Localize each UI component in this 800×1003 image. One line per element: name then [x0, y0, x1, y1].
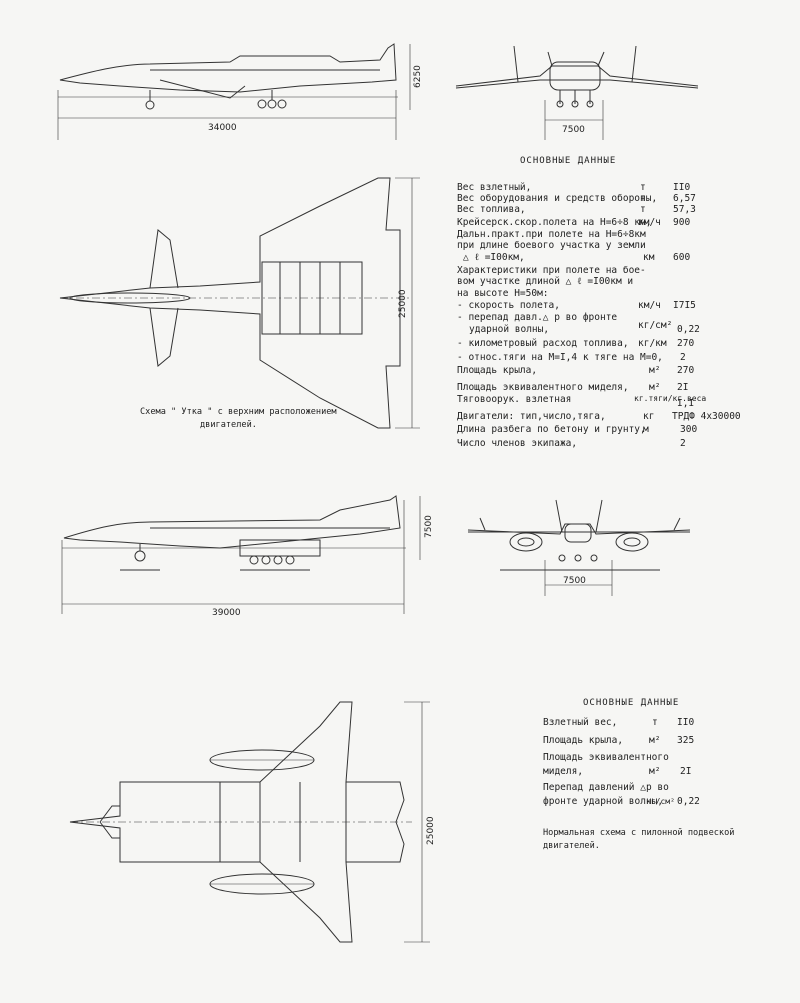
s1-unit-18: кг [643, 411, 655, 422]
s2-label-2: Площадь эквивалентного [543, 752, 669, 763]
s1-value-2: 57,3 [673, 204, 696, 215]
s1-unit-13: кг/км [638, 338, 667, 349]
dim-mid-height: 7500 [424, 515, 434, 538]
s1-unit-17: кг.тяги/кг.веса [634, 394, 707, 403]
s2-unit-5: кг/см² [646, 797, 675, 806]
s2-value-1: 325 [677, 735, 695, 746]
s1-value-14: 2 [680, 352, 686, 363]
s2-unit-0: т [652, 717, 658, 728]
s1-label-20: Число членов экипажа, [457, 438, 578, 449]
plan-view-canard [59, 177, 410, 429]
s1-value-13: 270 [677, 338, 695, 349]
s1-unit-19: м [643, 424, 649, 435]
s2-label-1: Площадь крыла, [543, 735, 624, 746]
s1-label-18: Двигатели: тип,число,тяга, [457, 411, 606, 422]
s2-value-3: 2I [680, 766, 692, 777]
s2-value-0: II0 [677, 717, 695, 728]
s1-unit-3: км/ч [638, 217, 661, 228]
s1-unit-15: м² [649, 365, 661, 376]
s1-unit-16: м² [649, 382, 661, 393]
s1-label-19: Длина разбега по бетону и грунту, [457, 424, 646, 435]
front-view-canard [455, 45, 699, 108]
s2-label-4: Перепад давлений △р во [543, 782, 669, 793]
s1-label-0: Вес взлетный, [457, 182, 532, 193]
s1-value-18: ТРДФ 4х30000 [672, 411, 741, 422]
s1-value-17: I,I [677, 398, 695, 409]
s1-value-12: 0,22 [677, 324, 700, 335]
s1-label-9: на высоте Н=50м: [457, 288, 549, 299]
caption1-line1: Схема " Утка " с верхним расположением [140, 407, 337, 417]
s1-value-1: 6,57 [673, 193, 696, 204]
dim-top-length: 34000 [208, 123, 237, 133]
s2-unit-1: м² [649, 735, 661, 746]
s1-value-16: 2I [677, 382, 689, 393]
dim-top-height: 6250 [413, 65, 423, 88]
s2-unit-3: м² [649, 766, 661, 777]
s1-unit-2: т [640, 204, 646, 215]
s1-unit-12: кг/см² [638, 320, 673, 331]
section1-header: ОСНОВНЫЕ ДАННЫЕ [520, 156, 617, 166]
s1-label-8: вом участке длиной △ ℓ =I00км и [457, 276, 634, 287]
s1-value-15: 270 [677, 365, 695, 376]
s1-value-19: 300 [680, 424, 698, 435]
s1-unit-1: т [640, 193, 646, 204]
s1-label-7: Характеристики при полете на бое- [457, 265, 646, 276]
dim-plan1-span: 25000 [398, 289, 408, 318]
s1-label-12: ударной волны, [469, 324, 550, 335]
section2-header: ОСНОВНЫЕ ДАННЫЕ [583, 698, 680, 708]
s1-label-13: - километровый расход топлива, [457, 338, 629, 349]
dim-top-span: 7500 [562, 125, 585, 135]
side-view-canard [58, 43, 398, 110]
s2-label-0: Взлетный вес, [543, 717, 618, 728]
s2-label-3: миделя, [543, 766, 584, 777]
s1-value-3: 900 [673, 217, 691, 228]
s1-value-20: 2 [680, 438, 686, 449]
s1-label-2: Вес топлива, [457, 204, 526, 215]
dim-mid-length: 39000 [212, 608, 241, 618]
caption2-line1: Нормальная схема с пилонной подвеской [543, 828, 735, 838]
caption2-line2: двигателей. [543, 841, 600, 851]
s1-label-11: - перепад давл.△ р во фронте [457, 312, 618, 323]
s1-label-14: - относ.тяги на М=I,4 к тяге на М=0, [457, 352, 663, 363]
plan-view-normal [69, 701, 412, 943]
s1-value-0: II0 [673, 182, 691, 193]
s1-value-6: 600 [673, 252, 691, 263]
dim-plan2-span: 25000 [426, 816, 436, 845]
s1-label-10: - скорость полета, [457, 300, 560, 311]
s1-value-10: I7I5 [673, 300, 696, 311]
caption1-line2: двигателей. [200, 420, 257, 430]
s1-label-5: при длине боевого участка у земли [457, 240, 646, 251]
s1-label-17: Тяговоорук. взлетная [457, 394, 572, 405]
s2-label-5: фронте ударной волны, [543, 796, 664, 807]
s1-label-1: Вес оборудования и средств обороны, [457, 193, 658, 204]
s1-label-16: Площадь эквивалентного миделя, [457, 382, 629, 393]
s1-label-6: △ ℓ =I00км, [463, 252, 525, 263]
s1-label-3: Крейсерск.скор.полета на Н=6÷8 км, [457, 217, 652, 228]
s1-unit-10: км/ч [638, 300, 661, 311]
s2-value-5: 0,22 [677, 796, 700, 807]
front-view-canard-2 [467, 499, 691, 571]
s1-unit-0: т [640, 182, 646, 193]
s1-unit-6: км [643, 252, 655, 263]
dim-mid-span: 7500 [563, 576, 586, 586]
s1-label-4: Дальн.практ.при полете на Н=6÷8км [457, 229, 646, 240]
side-view-canard-2 [62, 495, 406, 571]
s1-label-15: Площадь крыла, [457, 365, 538, 376]
